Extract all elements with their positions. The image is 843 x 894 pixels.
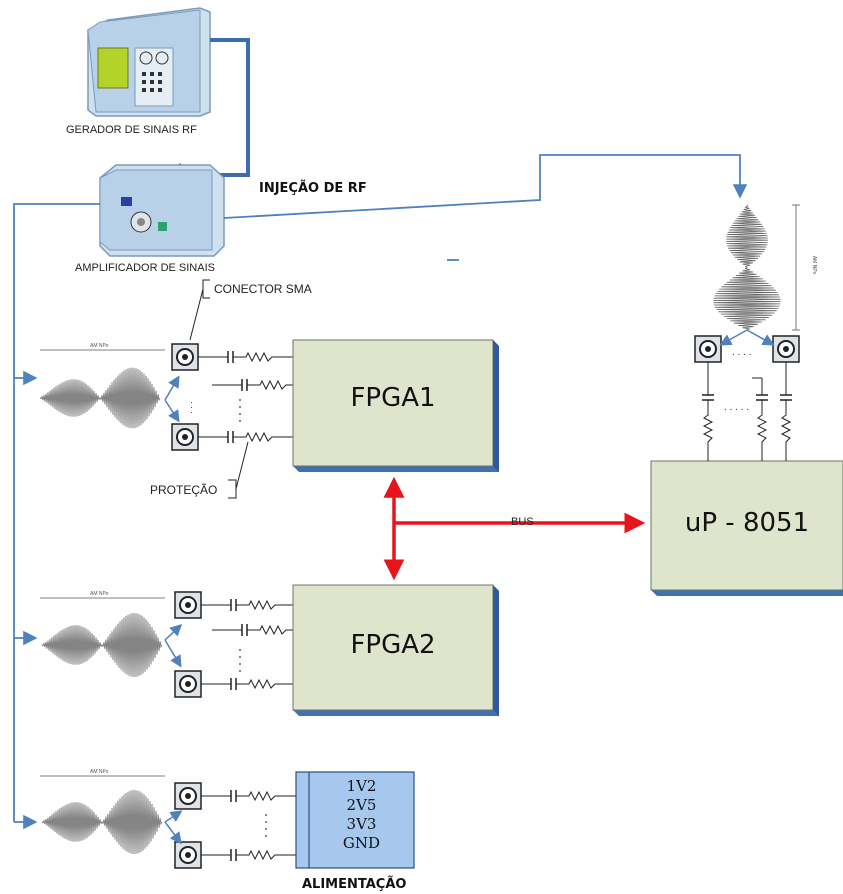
svg-text:·: · xyxy=(190,402,193,412)
micro-block xyxy=(650,460,843,596)
protection-label: PROTEÇÃO xyxy=(150,483,218,497)
protection-callout xyxy=(228,441,249,499)
rail-1v2: 1V2 xyxy=(346,777,377,795)
signal-generator-icon xyxy=(87,7,211,117)
fpga2-title: FPGA2 xyxy=(350,630,436,660)
sma-connector-icon xyxy=(174,782,202,810)
rail-gnd: GND xyxy=(342,834,381,852)
sma-connector-icon xyxy=(772,335,800,363)
rf-line-left xyxy=(13,203,100,822)
channel-group-1: ··· xyxy=(40,343,199,451)
power-supply-block xyxy=(295,771,415,869)
channel-group-2 xyxy=(40,591,202,698)
fpga2-block xyxy=(292,584,499,716)
sma-connector-icon xyxy=(174,591,202,619)
sma-connector-icon xyxy=(174,670,202,698)
sma-connector-icon xyxy=(171,423,199,451)
power-label: ALIMENTAÇÃO xyxy=(302,877,407,892)
rail-2v5: 2V5 xyxy=(346,796,377,814)
connector-callout xyxy=(189,279,210,341)
signal-generator-label: GERADOR DE SINAIS RF xyxy=(66,124,197,136)
micro-title: uP - 8051 xyxy=(684,508,810,538)
sma-connector-icon xyxy=(694,335,722,363)
am-width-label-3: AM NPs xyxy=(90,769,109,775)
waveform-right xyxy=(713,204,781,331)
bus-label: BUS xyxy=(511,516,534,528)
protection-networks xyxy=(198,351,296,861)
am-width-label-1: AM NPs xyxy=(90,343,109,349)
amplifier-icon xyxy=(99,164,225,257)
am-width-label-2: AM NPs xyxy=(90,591,109,597)
svg-text:·: · xyxy=(190,407,193,417)
svg-text:. . . .: . . . . xyxy=(732,347,751,358)
sma-connector-icon xyxy=(171,343,199,371)
protection-networks-right xyxy=(702,362,792,461)
svg-text:. . . . .: . . . . . xyxy=(724,402,749,413)
waveform-2 xyxy=(41,612,163,678)
waveform-1 xyxy=(39,367,161,429)
svg-text:·: · xyxy=(190,397,193,407)
fpga1-block xyxy=(292,339,499,472)
vertical-dim-label: AM NPs xyxy=(811,255,818,275)
sma-connector-icon xyxy=(174,841,202,869)
power-rails: 1V2 2V5 3V3 GND xyxy=(309,777,414,853)
rail-3v3: 3V3 xyxy=(346,815,377,833)
amplifier-label: AMPLIFICADOR DE SINAIS xyxy=(75,262,215,274)
waveform-3 xyxy=(41,789,163,855)
rf-line-right xyxy=(223,154,748,219)
fpga1-title: FPGA1 xyxy=(350,383,436,413)
channel-group-3 xyxy=(40,775,202,869)
sma-connector-label: CONECTOR SMA xyxy=(214,282,312,296)
rf-injection-label: INJEÇÃO DE RF xyxy=(259,181,367,196)
